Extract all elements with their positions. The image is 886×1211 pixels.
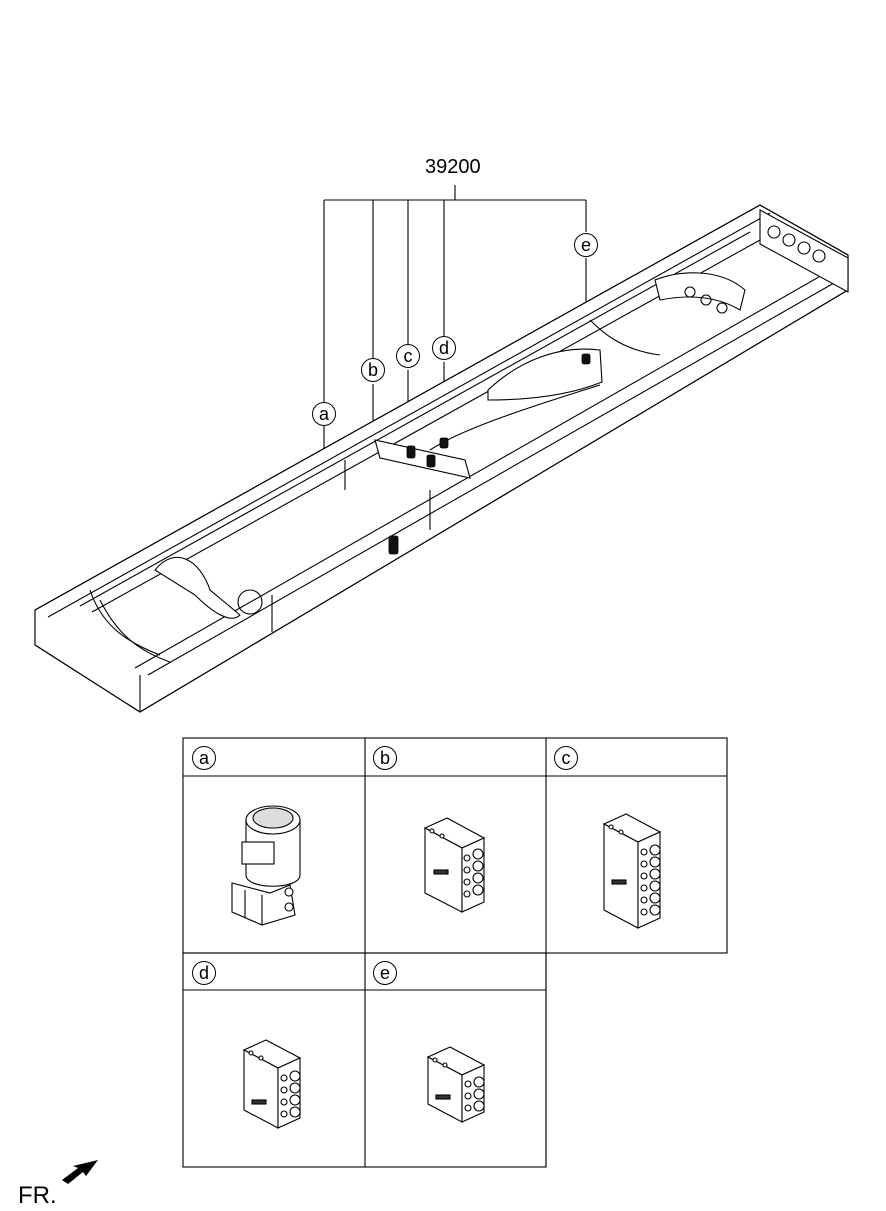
table-label-c: c: [554, 746, 578, 770]
part-number: 39200: [425, 156, 481, 178]
component-e-drawing: [426, 1046, 486, 1123]
component-b-drawing: [423, 817, 486, 913]
component-c-drawing: [602, 813, 662, 929]
front-direction-label: FR.: [18, 1182, 57, 1209]
component-d-drawing: [242, 1039, 302, 1129]
table-label-b: b: [373, 746, 397, 770]
component-a-marker: [388, 535, 399, 555]
callout-c: c: [396, 344, 420, 368]
table-label-d: d: [192, 961, 216, 985]
callout-d: d: [432, 336, 456, 360]
component-a-drawing: [231, 805, 301, 926]
table-label-e: e: [373, 961, 397, 985]
callout-e: e: [574, 233, 598, 257]
component-c-marker: [426, 454, 436, 468]
front-direction-arrow-icon: [62, 1160, 98, 1184]
callout-b: b: [361, 358, 385, 382]
component-e-marker: [581, 353, 591, 365]
table-label-a: a: [192, 746, 216, 770]
component-d-marker: [439, 437, 449, 449]
component-b-marker: [406, 445, 416, 459]
detail-table-grid: [182, 737, 728, 1168]
callout-a: a: [312, 402, 336, 426]
